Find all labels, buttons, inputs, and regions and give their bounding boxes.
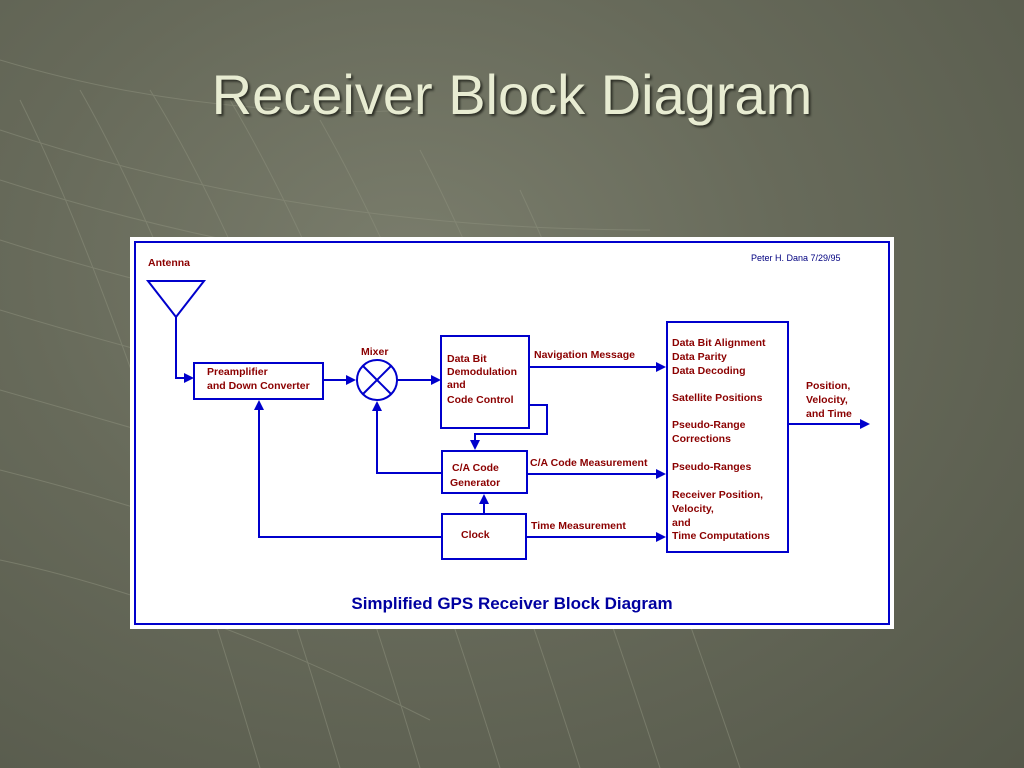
processor-line8: Receiver Position,	[672, 489, 763, 501]
demod-label-line1: Data Bit	[447, 353, 487, 365]
code-control-wire	[470, 404, 548, 450]
preamp-label-line2: and Down Converter	[207, 380, 310, 392]
processor-line6: Corrections	[672, 433, 731, 445]
demodulation-block	[440, 335, 530, 429]
diagram-caption: Simplified GPS Receiver Block Diagram	[351, 594, 672, 613]
processor-line10: and	[672, 517, 691, 529]
navigation-message-label: Navigation Message	[534, 349, 635, 361]
clock-to-preamp-wire	[254, 400, 442, 538]
mixer-label: Mixer	[361, 346, 388, 358]
time-measurement-label: Time Measurement	[531, 520, 626, 532]
processor-line11: Time Computations	[672, 530, 770, 542]
demod-label-line3: and	[447, 379, 466, 391]
processor-line9: Velocity,	[672, 503, 714, 515]
antenna-icon	[145, 280, 207, 319]
mixer-icon	[356, 359, 398, 401]
processor-line7: Pseudo-Ranges	[672, 461, 752, 473]
output-line1: Position,	[806, 380, 850, 392]
processor-line1: Data Bit Alignment	[672, 337, 766, 349]
processor-line5: Pseudo-Range	[672, 419, 746, 431]
antenna-label: Antenna	[148, 257, 190, 269]
processor-line2: Data Parity	[672, 351, 727, 363]
processor-line3: Data Decoding	[672, 365, 746, 377]
ca-measurement-label: C/A Code Measurement	[530, 457, 648, 469]
output-line3: and Time	[806, 408, 852, 420]
preamplifier-block	[193, 362, 324, 400]
antenna-to-preamp-wire	[175, 317, 194, 383]
ca-code-generator-block	[441, 450, 528, 494]
navigation-processor-block	[666, 321, 789, 553]
slide-title: Receiver Block Diagram	[211, 63, 813, 126]
clock-label: Clock	[461, 529, 490, 541]
ca-code-label-line2: Generator	[450, 477, 500, 489]
preamp-label-line1: Preamplifier	[207, 366, 268, 378]
diagram-canvas: Peter H. Dana 7/29/95 Antenna Preamplifi…	[134, 241, 890, 625]
demod-label-line4: Code Control	[447, 394, 514, 406]
output-line2: Velocity,	[806, 394, 848, 406]
ca-code-label-line1: C/A Code	[452, 462, 499, 474]
diagram-border	[134, 241, 890, 625]
processor-line4: Satellite Positions	[672, 392, 763, 404]
demod-label-line2: Demodulation	[447, 366, 517, 378]
author-note: Peter H. Dana 7/29/95	[751, 253, 841, 263]
ca-to-mixer-wire	[372, 401, 442, 474]
gps-block-diagram: Peter H. Dana 7/29/95 Antenna Preamplifi…	[130, 237, 894, 629]
